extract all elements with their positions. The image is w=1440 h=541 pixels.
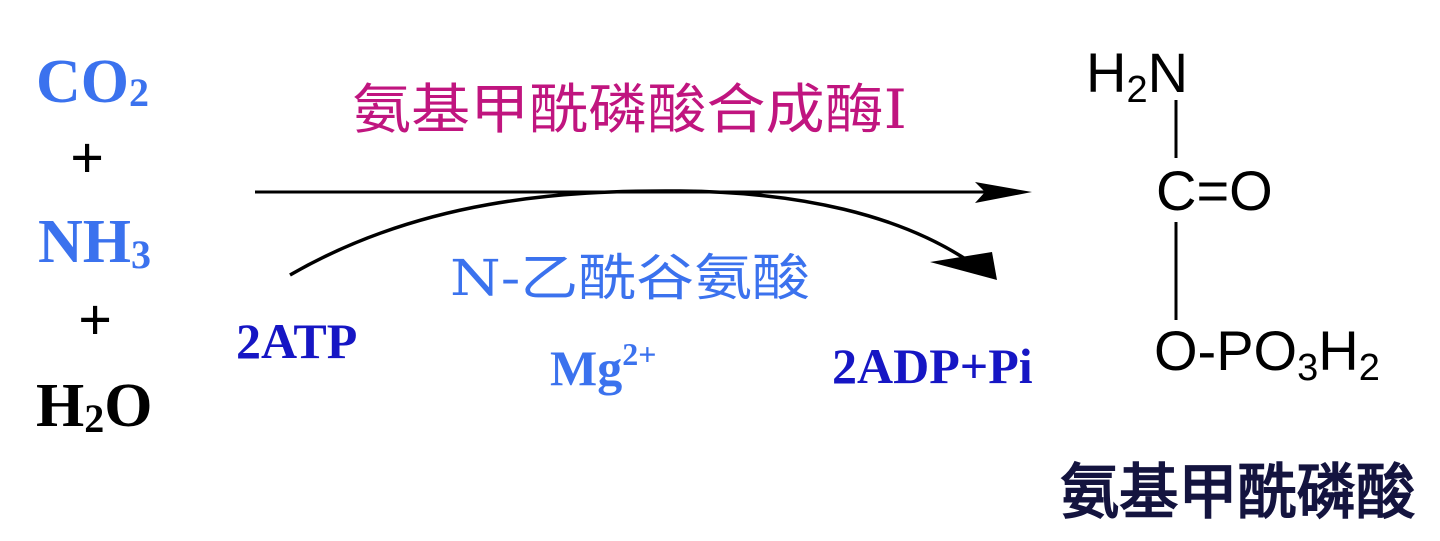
activator-label: N-乙酰谷氨酸 [450, 249, 810, 307]
reactant-h2o: H2O [36, 372, 152, 441]
mg-cofactor: Mg2+ [550, 336, 656, 396]
reactant-co2: CO2 [36, 48, 149, 116]
amine-group: H2N [1086, 41, 1188, 111]
enzyme-label: 氨基甲酰磷酸合成酶I [352, 78, 907, 141]
atp-curved-arrow [289, 189, 971, 277]
product-name: 氨基甲酰磷酸 [1060, 458, 1416, 528]
adp-pi-label: 2ADP+Pi [832, 338, 1033, 394]
reaction-arrowhead [975, 182, 1032, 203]
phosphate-group: O-PO3H2 [1154, 319, 1380, 389]
atp-label: 2ATP [236, 313, 357, 369]
curved-arrowhead [930, 252, 997, 280]
plus-sign: + [78, 287, 112, 353]
reactant-nh3: NH3 [38, 208, 151, 277]
carbonyl-group: C=O [1156, 159, 1273, 222]
plus-sign: + [70, 125, 104, 191]
